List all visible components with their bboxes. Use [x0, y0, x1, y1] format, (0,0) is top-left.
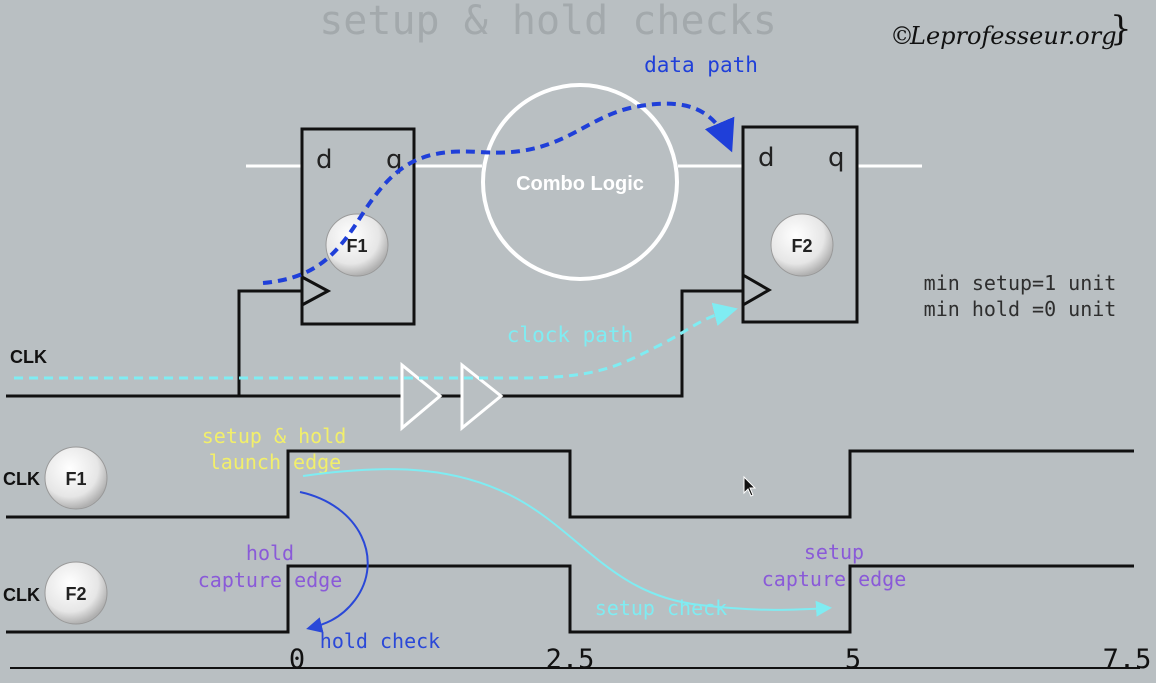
clock-path-label: clock path — [507, 323, 633, 347]
clk-f1-waveform — [6, 449, 1134, 519]
credit-text: Leprofesseur.org — [909, 22, 1117, 50]
mouse-cursor-icon — [743, 475, 757, 497]
clock-path-arrow — [14, 302, 738, 380]
flip-flop-f1: d q F1 — [300, 127, 416, 326]
buffer-2 — [460, 361, 504, 432]
time-tick-0: 0 — [289, 644, 305, 675]
time-tick-5: 5 — [845, 644, 861, 675]
clk-f1-badge-label: F1 — [65, 469, 86, 489]
f1-d-pin: d — [316, 145, 333, 175]
combo-logic: Combo Logic — [481, 83, 679, 281]
f2-d-pin: d — [758, 143, 775, 173]
clk-f1-label: CLK — [3, 469, 40, 489]
min-setup-label: min setup=1 unit — [924, 271, 1117, 295]
clock-buffers — [400, 361, 504, 432]
launch-edge-label-line2: launch edge — [209, 450, 341, 474]
launch-edge-label-line1: setup & hold — [202, 424, 347, 448]
min-hold-label: min hold =0 unit — [924, 297, 1117, 321]
buffer-1 — [400, 361, 443, 432]
time-tick-2-5: 2.5 — [546, 644, 595, 675]
diagram-title: setup & hold checks — [319, 0, 777, 44]
f2-badge — [770, 213, 834, 277]
credit: © Leprofesseur.org } — [890, 9, 1132, 50]
hold-capture-label-line1: hold — [246, 541, 294, 565]
clock-wires — [6, 289, 743, 398]
clk-f2-badge — [44, 561, 108, 625]
setup-capture-label-line1: setup — [804, 540, 864, 564]
hold-capture-label-line2: capture edge — [198, 568, 343, 592]
f2-badge-label: F2 — [791, 236, 812, 256]
clk-f1-badge — [44, 446, 108, 510]
copyright-symbol: © — [890, 22, 914, 50]
hold-check-label: hold check — [320, 629, 440, 653]
f1-badge — [325, 213, 389, 277]
f1-q-pin: q — [386, 145, 403, 175]
setup-check-arrow — [302, 468, 832, 617]
clk-f2-label: CLK — [3, 585, 40, 605]
setup-capture-label-line2: capture edge — [762, 567, 907, 591]
flip-flop-f2: d q F2 — [741, 125, 859, 324]
data-path-label: data path — [644, 53, 758, 77]
f1-badge-label: F1 — [346, 236, 367, 256]
setup-check-label: setup check — [595, 596, 727, 620]
data-path-arrow — [262, 101, 735, 285]
clk-f2-waveform — [6, 564, 1134, 634]
f2-q-pin: q — [828, 143, 845, 173]
clk-f2-badge-label: F2 — [65, 584, 86, 604]
time-tick-7-5: 7.5 — [1103, 644, 1152, 675]
clk-label: CLK — [10, 347, 47, 367]
hold-check-arrow — [299, 491, 369, 633]
credit-brace: } — [1110, 9, 1132, 49]
combo-logic-label: Combo Logic — [516, 173, 644, 195]
